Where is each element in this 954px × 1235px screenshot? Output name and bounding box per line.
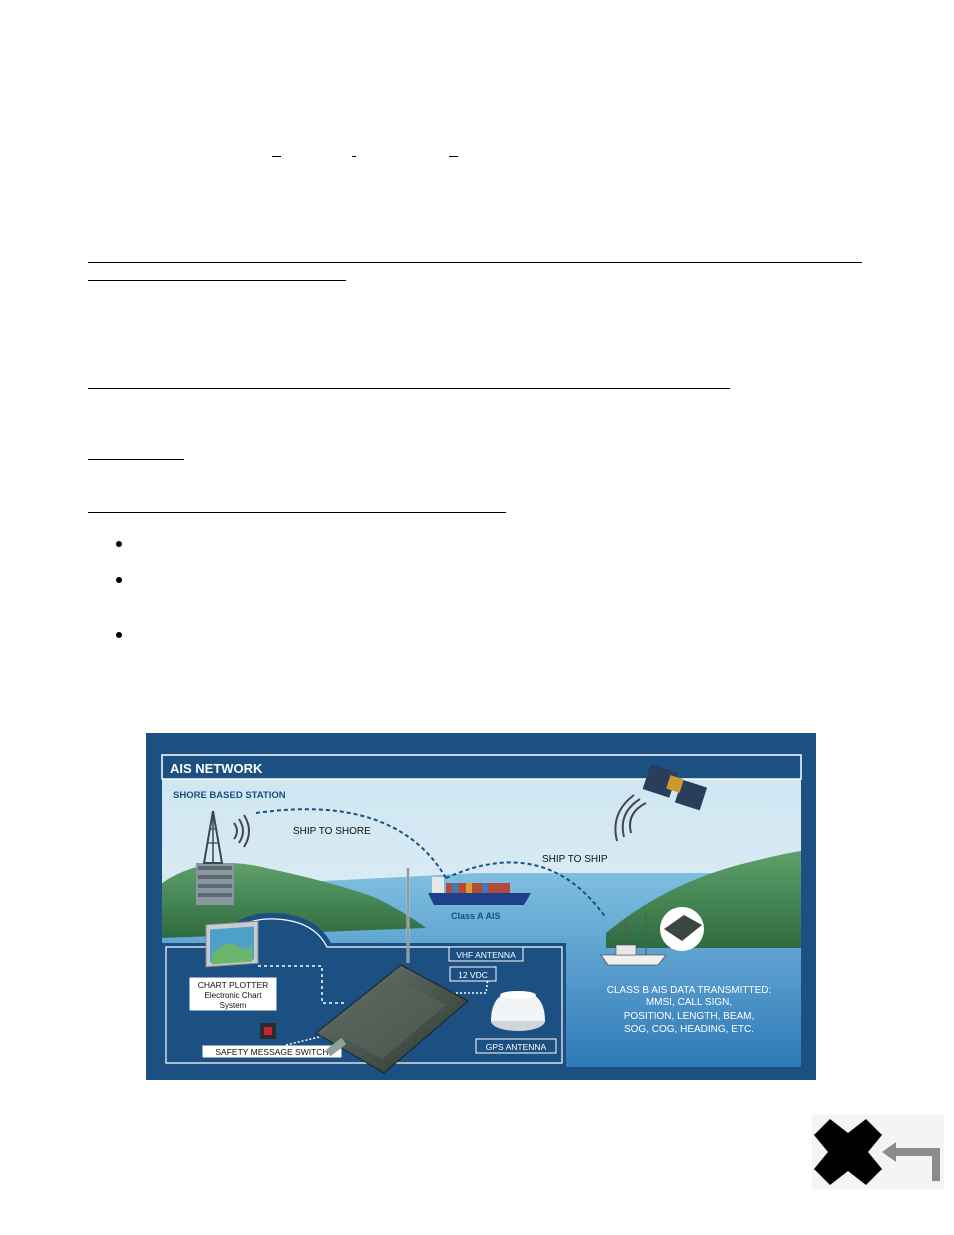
gps-satellite-icon [614,764,708,842]
figure-title: AIS NETWORK [170,761,263,776]
list-bullet [116,632,122,638]
class-b-line-1: CLASS B AIS DATA TRANSMITTED: [607,985,771,996]
text-underline-4 [88,262,862,263]
chart-plotter-icon [205,920,259,968]
shore-tower-icon [196,810,250,905]
vhf-antenna-label: VHF ANTENNA [456,950,516,960]
text-underline-6 [88,388,730,389]
chart-plotter-label: CHART PLOTTER [198,980,269,990]
class-b-line-4: SOG, COG, HEADING, ETC. [624,1024,754,1035]
text-underline-1 [272,156,281,157]
ship-to-shore-label: SHIP TO SHORE [293,826,371,837]
shore-station-label: SHORE BASED STATION [173,790,286,801]
company-logo [812,1115,944,1189]
gps-label: GPS [720,766,741,777]
gps-antenna-icon [491,991,545,1031]
class-b-line-3: POSITION, LENGTH, BEAM, [624,1011,755,1022]
text-underline-5 [88,280,346,281]
fishing-boat-icon [600,913,667,966]
class-b-device-icon [660,907,704,951]
ais-transponder-icon [315,964,469,1074]
safety-switch-label: SAFETY MESSAGE SWITCH [215,1047,328,1057]
text-underline-3 [449,156,458,157]
vdc-label: 12 VDC [458,970,488,980]
class-a-label: Class A AIS [451,911,501,921]
class-b-line-2: MMSI, CALL SIGN, [646,997,732,1008]
ship-to-ship-arc [445,861,607,919]
chart-plotter-sub1: Electronic Chart [205,991,263,1000]
ship-to-ship-label: SHIP TO SHIP [542,854,608,865]
ais-network-figure: AIS NETWORK GPS SHORE BASED STATION SHIP… [146,733,816,1080]
list-bullet [116,577,122,583]
text-underline-7 [88,459,184,460]
text-underline-2 [352,156,356,157]
text-underline-8 [88,512,506,513]
chart-plotter-sub2: System [220,1001,247,1010]
list-bullet [116,541,122,547]
container-ship-icon [428,877,531,905]
right-hill [606,851,801,948]
ship-to-shore-arc [255,808,447,879]
gps-antenna-label: GPS ANTENNA [486,1042,547,1052]
